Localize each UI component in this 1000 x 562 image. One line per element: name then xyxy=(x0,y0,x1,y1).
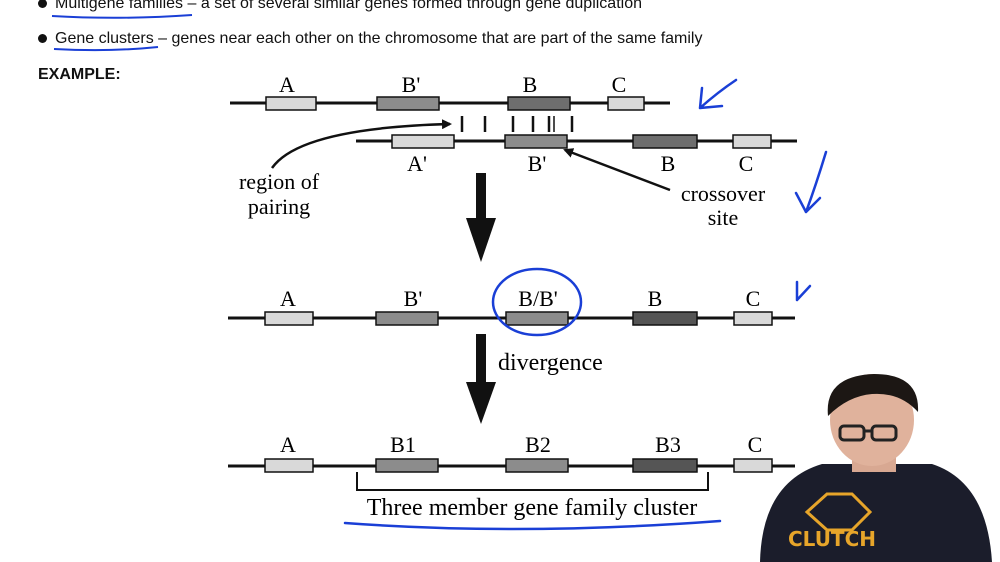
term-multigene-families: Multigene families xyxy=(55,0,184,12)
label-crossover-line2: site xyxy=(708,205,739,230)
presenter-figure: CLUTCH xyxy=(760,374,992,562)
row1-top-chromosome: A B' B C xyxy=(230,72,670,111)
glasses-icon xyxy=(838,424,898,442)
label-region-of-pairing-line2: pairing xyxy=(248,194,310,219)
gene-A xyxy=(264,458,314,473)
ink-underline-cluster xyxy=(343,519,722,531)
gene-A-prime xyxy=(391,134,455,149)
term-gene-clusters: Gene clusters xyxy=(55,30,154,47)
gene-C xyxy=(607,96,645,111)
ink-arrow-2 xyxy=(794,150,828,214)
gene-B1 xyxy=(375,458,439,473)
down-arrow-1 xyxy=(466,173,496,262)
label-A-prime: A' xyxy=(407,151,427,176)
cluster-bracket xyxy=(356,472,709,491)
label-B-prime: B' xyxy=(528,151,547,176)
label-B: B xyxy=(648,286,663,311)
ink-arrow-1 xyxy=(698,78,738,110)
down-arrow-2 xyxy=(466,334,496,424)
gene-A xyxy=(265,96,317,111)
gene-B xyxy=(632,311,698,326)
gene-A xyxy=(264,311,314,326)
label-B3: B3 xyxy=(655,432,681,457)
arrow-crossover-site xyxy=(563,148,671,192)
gene-B2 xyxy=(505,458,569,473)
ink-annotations xyxy=(343,78,828,531)
definition-multigene-families: – a set of several similar genes formed … xyxy=(183,0,643,12)
pairing-ticks xyxy=(460,116,574,132)
label-B: B xyxy=(523,72,538,97)
bullet-multigene-families: Multigene families – a set of several si… xyxy=(38,0,642,13)
bullet-gene-clusters: Gene clusters – genes near each other on… xyxy=(38,30,702,48)
label-A: A xyxy=(280,432,296,457)
label-B1: B1 xyxy=(390,432,416,457)
gene-B xyxy=(632,134,698,149)
arrow-region-of-pairing xyxy=(270,119,452,169)
label-divergence: divergence xyxy=(498,350,603,376)
definition-gene-clusters: – genes near each other on the chromosom… xyxy=(153,30,703,47)
ink-underline-gene-clusters xyxy=(53,46,159,52)
ink-circle-b-b-prime xyxy=(491,267,583,337)
label-C: C xyxy=(748,432,763,457)
label-A: A xyxy=(279,72,295,97)
example-label: EXAMPLE: xyxy=(38,66,121,83)
presenter-video: CLUTCH xyxy=(760,374,992,562)
row3-chromosome: A B1 B2 B3 C xyxy=(228,432,795,473)
gene-C xyxy=(733,311,773,326)
presenter-shirt xyxy=(760,464,992,562)
label-C: C xyxy=(739,151,754,176)
ink-arrow-3 xyxy=(795,280,812,302)
row2-chromosome: A B' B/B' B C xyxy=(228,286,795,326)
gene-C xyxy=(733,458,773,473)
gene-B-prime xyxy=(504,134,568,149)
bullet-dot xyxy=(38,34,47,44)
gene-B-fused xyxy=(505,311,569,326)
label-C: C xyxy=(612,72,627,97)
label-B: B xyxy=(661,151,676,176)
label-crossover-line1: crossover xyxy=(681,181,766,206)
label-C: C xyxy=(746,286,761,311)
gene-B-prime xyxy=(375,311,439,326)
label-B-B-prime: B/B' xyxy=(518,286,557,311)
label-B-prime: B' xyxy=(404,286,423,311)
label-B2: B2 xyxy=(525,432,551,457)
gene-B-prime xyxy=(376,96,440,111)
shirt-logo-text: CLUTCH xyxy=(788,527,876,551)
gene-B3 xyxy=(632,458,698,473)
clutch-logo-icon xyxy=(804,492,873,532)
row1-bottom-chromosome: A' B' B C xyxy=(356,134,797,176)
label-A: A xyxy=(280,286,296,311)
gene-C xyxy=(732,134,772,149)
label-cluster: Three member gene family cluster xyxy=(367,495,698,521)
label-region-of-pairing-line1: region of xyxy=(239,169,320,194)
presenter-hair xyxy=(827,374,919,416)
ink-underline-multigene xyxy=(51,14,193,19)
label-B-prime: B' xyxy=(402,72,421,97)
gene-B xyxy=(507,96,571,111)
bullet-dot xyxy=(38,0,47,9)
